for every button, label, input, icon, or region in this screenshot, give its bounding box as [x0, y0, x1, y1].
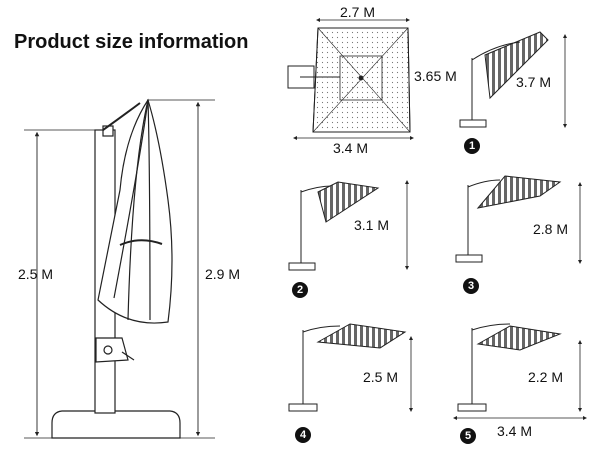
position-3-badge: 3	[463, 278, 479, 294]
bottom-width-label: 3.4 M	[333, 140, 369, 156]
position-2-illustration	[288, 180, 409, 271]
total-height-label: 2.9 M	[205, 266, 241, 282]
position-4-illustration	[288, 323, 413, 412]
page-title: Product size information	[14, 31, 249, 53]
position-1-illustration	[459, 31, 567, 128]
position-5-width-label: 3.4 M	[497, 423, 533, 439]
pole-height-label: 2.5 M	[18, 266, 54, 282]
closed-umbrella-illustration	[24, 98, 215, 439]
position-4-height-label: 2.5 M	[363, 369, 399, 385]
depth-label: 3.65 M	[414, 68, 457, 84]
position-4-badge: 4	[295, 427, 311, 443]
position-2-badge: 2	[292, 282, 308, 298]
position-3-illustration	[455, 175, 582, 264]
top-width-label: 2.7 M	[340, 4, 376, 20]
position-1-height-label: 3.7 M	[516, 74, 552, 90]
top-view-illustration	[287, 18, 414, 140]
position-5-badge: 5	[460, 428, 476, 444]
position-5-illustration	[453, 323, 587, 420]
position-5-height-label: 2.2 M	[528, 369, 564, 385]
position-1-badge: 1	[464, 138, 480, 154]
position-3-height-label: 2.8 M	[533, 221, 569, 237]
position-2-height-label: 3.1 M	[354, 217, 390, 233]
